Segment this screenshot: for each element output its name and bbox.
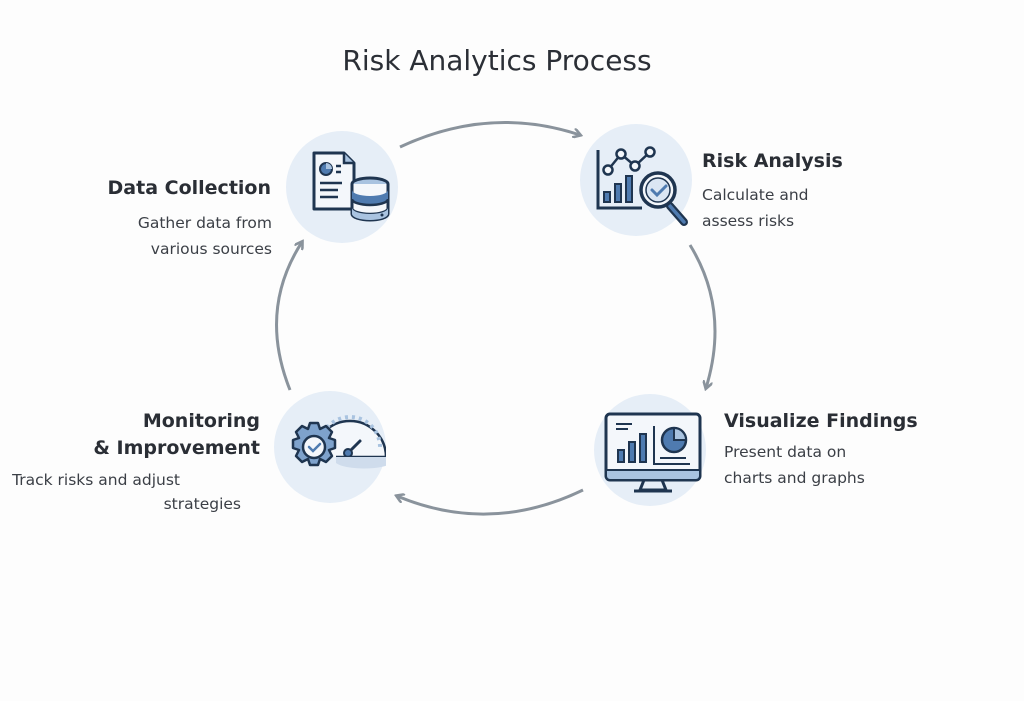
step-data-collection-title: Data Collection [107,177,271,199]
step-data-collection-desc-line2: various sources [150,240,272,258]
gear-gauge-icon [291,415,386,469]
step-visualize-findings-desc-line2: charts and graphs [724,469,865,487]
step-risk-analysis-desc-line1: Calculate and [702,186,809,204]
step-visualize-findings-circle [594,394,706,506]
step-data-collection-circle [286,131,398,243]
step-data-collection-desc-line1: Gather data from [137,214,272,232]
arrow-visualize-to-monitoring [397,488,584,516]
step-monitoring-title-line2: & Improvement [93,437,260,459]
diagram-title: Risk Analytics Process [342,44,652,77]
step-visualize-findings-desc-line1: Present data on [724,443,847,461]
arrow-analysis-to-visualize [688,244,717,388]
chart-magnifier-icon [596,146,688,226]
step-risk-analysis-circle [580,124,692,236]
step-visualize-findings-title: Visualize Findings [724,410,918,432]
document-database-icon [312,151,390,222]
step-monitoring-desc-line2: strategies [163,495,241,513]
arrow-collection-to-analysis [399,121,580,149]
step-monitoring-desc-line1: Track risks and adjust [12,471,180,489]
step-monitoring-title: Monitoring [142,410,260,432]
arrow-monitoring-to-collection [275,242,302,391]
monitor-chart-icon [604,412,702,493]
step-risk-analysis-title: Risk Analysis [702,150,843,172]
step-risk-analysis-desc-line2: assess risks [702,212,795,230]
step-monitoring-circle [274,391,386,503]
